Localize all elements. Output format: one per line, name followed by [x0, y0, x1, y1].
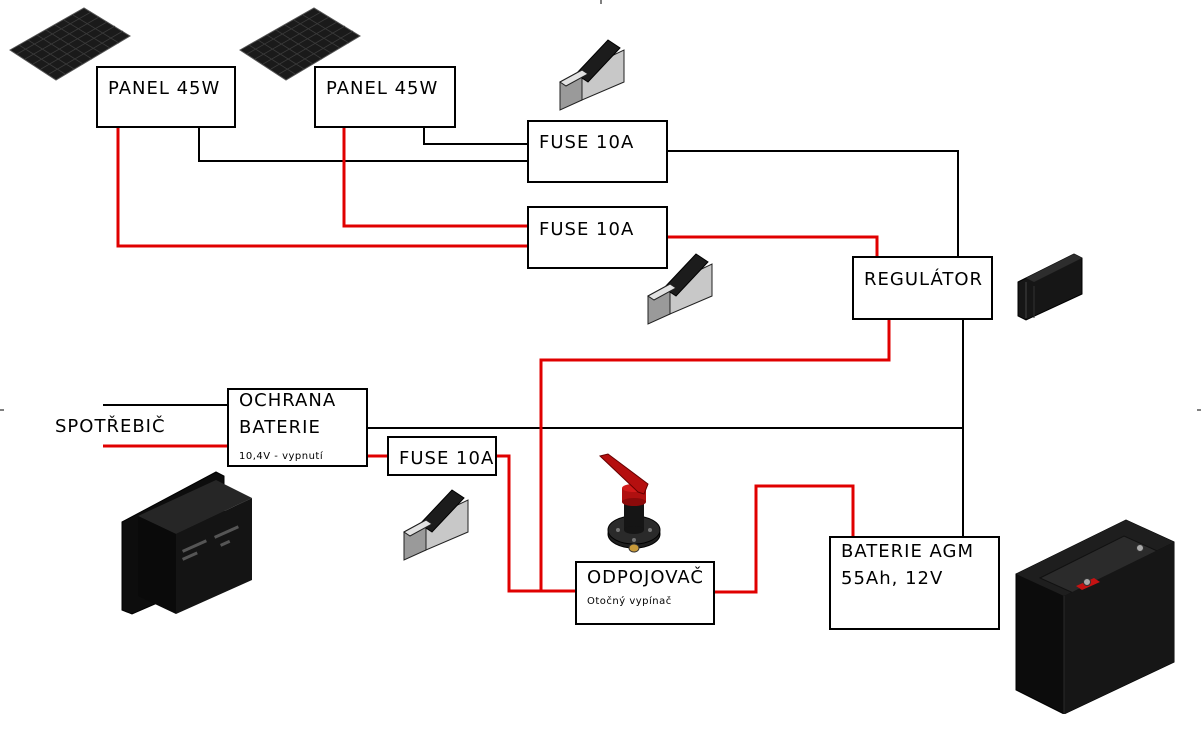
wire-panel2-fuse-top-negative — [423, 126, 528, 145]
panel-label: PANEL 45W — [326, 78, 439, 99]
regulator-label: REGULÁTOR — [864, 269, 984, 290]
disconnect-box: ODPOJOVAČ Otočný vypínač — [575, 561, 715, 625]
disconnect-label: ODPOJOVAČ — [587, 567, 704, 588]
charge-regulator-icon — [1017, 253, 1083, 321]
battery-protector-icon — [121, 471, 252, 615]
fuse-holder-icon — [647, 253, 713, 325]
wire-fuse-top-regulator-negative — [666, 150, 959, 257]
fuse-box-mid: FUSE 10A — [527, 206, 668, 269]
solar-panel-icon — [239, 7, 361, 81]
wire-panel1-fuse-mid-positive — [116, 126, 528, 248]
wire-panel1-fuse-top-negative — [198, 126, 528, 162]
regulator-box: REGULÁTOR — [852, 256, 993, 320]
agm-battery-icon — [1015, 519, 1175, 714]
protection-label-line2: BATERIE — [239, 417, 321, 438]
fuse-label: FUSE 10A — [399, 448, 495, 469]
panel-box-2: PANEL 45W — [314, 66, 456, 128]
wire-panel2-fuse-mid-positive — [342, 126, 528, 228]
disconnect-note: Otočný vypínač — [587, 596, 672, 607]
wire-fuse-mid-regulator-positive — [666, 235, 879, 257]
fuse-label: FUSE 10A — [539, 219, 635, 240]
fuse-holder-icon — [559, 39, 625, 111]
battery-label-line2: 55Ah, 12V — [841, 568, 944, 589]
wire-disconnect-battery-positive — [713, 484, 855, 594]
solar-panel-icon — [9, 7, 131, 81]
panel-label: PANEL 45W — [108, 78, 221, 99]
rotary-switch-icon — [598, 453, 661, 553]
battery-label-line1: BATERIE AGM — [841, 541, 975, 562]
fuse-label: FUSE 10A — [539, 132, 635, 153]
battery-protection-box: OCHRANA BATERIE 10,4V - vypnutí — [227, 388, 368, 467]
protection-cutoff-note: 10,4V - vypnutí — [239, 451, 324, 462]
battery-box: BATERIE AGM 55Ah, 12V — [829, 536, 1000, 630]
fuse-holder-icon — [403, 489, 469, 561]
fuse-box-low: FUSE 10A — [387, 436, 497, 476]
fuse-box-top: FUSE 10A — [527, 120, 668, 183]
panel-box-1: PANEL 45W — [96, 66, 236, 128]
protection-label-line1: OCHRANA — [239, 390, 337, 411]
load-label: SPOTŘEBIČ — [55, 416, 166, 437]
